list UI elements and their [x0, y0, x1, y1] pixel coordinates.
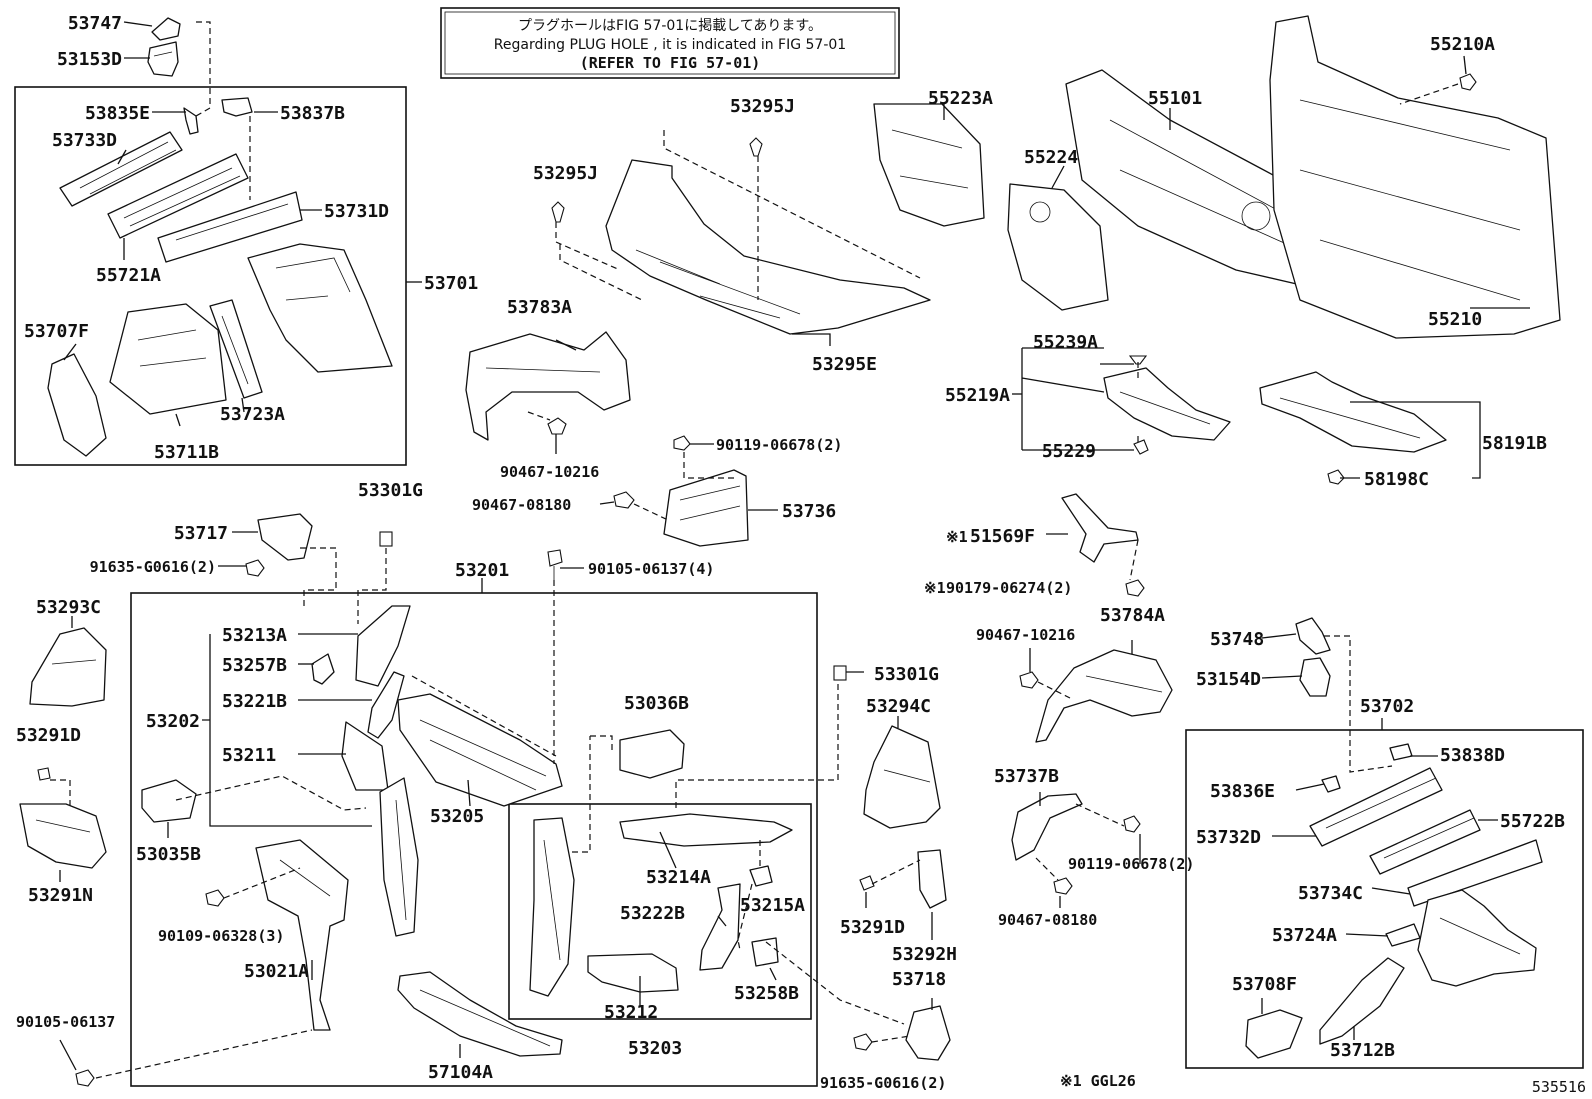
- label-53707F: 53707F: [24, 321, 89, 342]
- group-frame-53203: [508, 803, 812, 1020]
- label-57104A: 57104A: [428, 1062, 493, 1083]
- label-90119-06678-b: 90119-06678(2): [1068, 855, 1194, 873]
- label-53291N: 53291N: [28, 885, 93, 906]
- footnote-mark: ※1 GGL26: [1060, 1072, 1136, 1090]
- label-53291D-left: 53291D: [16, 725, 81, 746]
- label-90179-06274: 90179-06274(2): [946, 579, 1072, 597]
- label-90119-06678-a: 90119-06678(2): [716, 436, 842, 454]
- label-53836E: 53836E: [1210, 781, 1275, 802]
- label-53035B: 53035B: [136, 844, 201, 865]
- label-55219A: 55219A: [945, 385, 1010, 406]
- label-53701: 53701: [424, 273, 478, 294]
- label-53733D: 53733D: [52, 130, 117, 151]
- label-90467-10216-a: 90467-10216: [500, 463, 599, 481]
- label-53293C: 53293C: [36, 597, 101, 618]
- label-55229: 55229: [1042, 441, 1096, 462]
- label-53718: 53718: [892, 969, 946, 990]
- label-53211: 53211: [222, 745, 276, 766]
- label-55223A: 55223A: [928, 88, 993, 109]
- label-55224: 55224: [1024, 147, 1078, 168]
- label-53201: 53201: [455, 560, 509, 581]
- label-53783A: 53783A: [507, 297, 572, 318]
- label-55210A: 55210A: [1430, 34, 1495, 55]
- label-53737B: 53737B: [994, 766, 1059, 787]
- label-53301G-left: 53301G: [358, 480, 423, 501]
- label-90467-10216-b: 90467-10216: [976, 626, 1075, 644]
- label-53154D: 53154D: [1196, 669, 1261, 690]
- label-53215A: 53215A: [740, 895, 805, 916]
- label-53295J-top: 53295J: [730, 96, 795, 117]
- label-53731D: 53731D: [324, 201, 389, 222]
- plug-hole-note: プラグホールはFIG 57-01に掲載してあります。 Regarding PLU…: [440, 7, 900, 79]
- label-91635-G0616-b: 91635-G0616(2): [820, 1074, 946, 1092]
- label-55721A: 55721A: [96, 265, 161, 286]
- label-53213A: 53213A: [222, 625, 287, 646]
- label-53301G-right: 53301G: [874, 664, 939, 685]
- label-53723A: 53723A: [220, 404, 285, 425]
- label-55101: 55101: [1148, 88, 1202, 109]
- label-55239A: 55239A: [1033, 332, 1098, 353]
- label-55722B: 55722B: [1500, 811, 1565, 832]
- label-53712B: 53712B: [1330, 1040, 1395, 1061]
- label-53708F: 53708F: [1232, 974, 1297, 995]
- leader-lines: [50, 21, 1530, 1079]
- group-frame-53701: [14, 86, 407, 466]
- label-91635-G0616-a: 91635-G0616(2): [90, 558, 216, 576]
- label-53021A: 53021A: [244, 961, 309, 982]
- note-line-refer: (REFER TO FIG 57-01): [580, 54, 761, 72]
- label-53292H: 53292H: [892, 944, 957, 965]
- label-53205: 53205: [430, 806, 484, 827]
- label-53748: 53748: [1210, 629, 1264, 650]
- part-labels: 53747 53153D 53835E 53837B 53733D 53731D…: [16, 13, 1586, 1096]
- label-53257B: 53257B: [222, 655, 287, 676]
- mark-1-nut: ※1: [924, 579, 946, 597]
- label-58198C: 58198C: [1364, 469, 1429, 490]
- label-90105-06137-4: 90105-06137(4): [588, 560, 714, 578]
- label-53295E: 53295E: [812, 354, 877, 375]
- label-53203: 53203: [628, 1038, 682, 1059]
- part-shapes: [19, 15, 1561, 1087]
- label-51569F: 51569F: [970, 526, 1035, 547]
- label-53202: 53202: [146, 711, 200, 732]
- note-line-english: Regarding PLUG HOLE , it is indicated in…: [494, 37, 846, 53]
- label-53153D: 53153D: [57, 49, 122, 70]
- label-53838D: 53838D: [1440, 745, 1505, 766]
- label-90467-08180-a: 90467-08180: [472, 496, 571, 514]
- label-53711B: 53711B: [154, 442, 219, 463]
- label-53717: 53717: [174, 523, 228, 544]
- group-frame-53702: [1185, 729, 1584, 1069]
- label-53258B: 53258B: [734, 983, 799, 1004]
- label-53294C: 53294C: [866, 696, 931, 717]
- label-90467-08180-b: 90467-08180: [998, 911, 1097, 929]
- label-53732D: 53732D: [1196, 827, 1261, 848]
- label-53036B: 53036B: [624, 693, 689, 714]
- label-53214A: 53214A: [646, 867, 711, 888]
- label-53212: 53212: [604, 1002, 658, 1023]
- label-53734C: 53734C: [1298, 883, 1363, 904]
- mark-1-bracket: ※1: [946, 528, 968, 546]
- label-53784A: 53784A: [1100, 605, 1165, 626]
- label-53747: 53747: [68, 13, 122, 34]
- label-90105-06137: 90105-06137: [16, 1013, 115, 1031]
- note-line-japanese: プラグホールはFIG 57-01に掲載してあります。: [518, 18, 822, 34]
- label-53835E: 53835E: [85, 103, 150, 124]
- figure-id: 535516: [1532, 1078, 1586, 1096]
- label-58191B: 58191B: [1482, 433, 1547, 454]
- group-frame-53201: [130, 592, 818, 1087]
- label-53291D-right: 53291D: [840, 917, 905, 938]
- label-90109-06328: 90109-06328(3): [158, 927, 284, 945]
- label-55210: 55210: [1428, 309, 1482, 330]
- label-53736: 53736: [782, 501, 836, 522]
- label-53837B: 53837B: [280, 103, 345, 124]
- label-53221B: 53221B: [222, 691, 287, 712]
- label-53295J-left: 53295J: [533, 163, 598, 184]
- label-53702: 53702: [1360, 696, 1414, 717]
- label-53724A: 53724A: [1272, 925, 1337, 946]
- label-53222B: 53222B: [620, 903, 685, 924]
